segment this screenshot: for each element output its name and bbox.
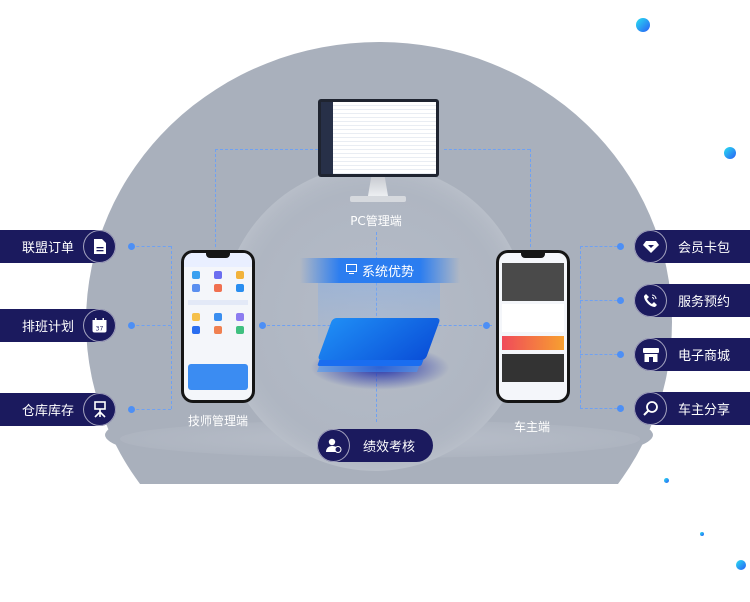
connector: [580, 246, 581, 408]
feature-label: 联盟订单: [22, 241, 75, 256]
connector: [580, 408, 622, 409]
connector-dot: [617, 405, 624, 412]
feature-owner-sharing[interactable]: 车主分享: [634, 392, 750, 425]
feature-online-mall[interactable]: 电子商城: [634, 338, 750, 371]
feature-label: 会员卡包: [678, 241, 731, 256]
decor-dot: [636, 18, 650, 32]
feature-service-booking[interactable]: 服务预约: [634, 284, 750, 317]
system-advantages-title: 系统优势: [361, 265, 414, 280]
connector-dot: [128, 322, 135, 329]
connector-dot: [483, 322, 490, 329]
connector-dot: [617, 243, 624, 250]
connector-dot: [617, 297, 624, 304]
connector: [530, 149, 531, 247]
feature-label: 排班计划: [22, 320, 75, 335]
technician-label: 技师管理端: [187, 414, 248, 428]
share-icon: [634, 392, 667, 425]
owner-label: 车主端: [513, 420, 550, 434]
warehouse-icon: [83, 393, 116, 426]
connector: [580, 354, 622, 355]
feature-label: 服务预约: [678, 295, 731, 310]
feature-performance-review[interactable]: 绩效考核: [317, 429, 433, 462]
feature-membership-cards[interactable]: 会员卡包: [634, 230, 750, 263]
feature-warehouse-stock[interactable]: 仓库库存: [0, 393, 116, 426]
connector-dot: [128, 243, 135, 250]
svg-text:37: 37: [96, 326, 104, 333]
feature-alliance-orders[interactable]: 联盟订单: [0, 230, 116, 263]
system-platform: [317, 318, 441, 360]
feature-label: 车主分享: [678, 403, 731, 418]
system-advantages-banner: 系统优势: [300, 258, 460, 283]
connector-dot: [128, 406, 135, 413]
decor-dot: [664, 478, 669, 483]
calendar-icon: 37: [83, 309, 116, 342]
pc-label: PC管理端: [350, 214, 402, 228]
connector-dot: [617, 351, 624, 358]
monitor-stand: [367, 177, 389, 197]
connector: [131, 409, 171, 410]
feature-label: 绩效考核: [363, 440, 416, 455]
document-icon: [83, 230, 116, 263]
connector: [131, 325, 171, 326]
connector: [444, 149, 530, 150]
owner-phone: [496, 250, 570, 403]
connector: [215, 149, 216, 247]
pc-monitor: [318, 99, 439, 177]
feature-label: 电子商城: [678, 349, 731, 364]
connector: [171, 246, 172, 409]
connector: [580, 300, 622, 301]
phone-call-icon: [634, 284, 667, 317]
technician-phone: [181, 250, 255, 403]
decor-dot: [736, 560, 746, 570]
diamond-icon: [634, 230, 667, 263]
connector-dot: [259, 322, 266, 329]
user-review-icon: [317, 429, 350, 462]
decor-dot: [700, 532, 704, 536]
monitor-stand-base: [350, 196, 406, 202]
decor-dot: [724, 147, 736, 159]
connector: [580, 246, 622, 247]
store-icon: [634, 338, 667, 371]
connector: [215, 149, 318, 150]
connector: [131, 246, 171, 247]
feature-shift-schedule[interactable]: 排班计划 37: [0, 309, 116, 342]
monitor-icon: [345, 263, 357, 278]
feature-label: 仓库库存: [22, 404, 75, 419]
